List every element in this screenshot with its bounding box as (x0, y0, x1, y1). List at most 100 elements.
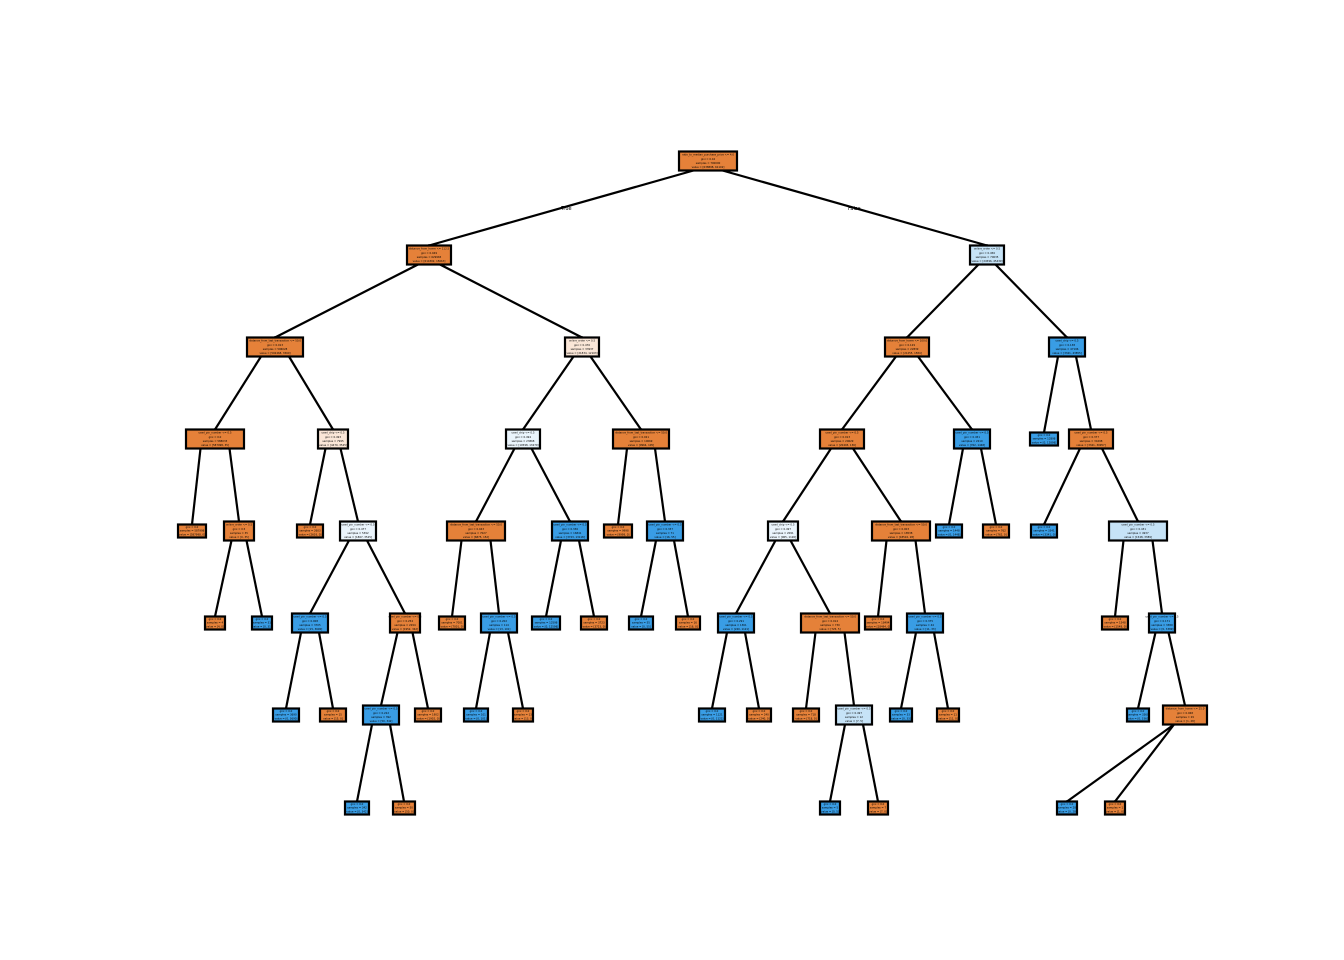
tree-node-n24: distance_from_last_transaction <= 50.0gi… (870, 520, 932, 542)
tree-node-box (1107, 520, 1169, 542)
tree-edge-n58-n64 (1114, 723, 1175, 803)
tree-node-text: samples = 9998 (607, 529, 629, 533)
tree-node-text: gini = 0.0 (872, 802, 885, 806)
tree-node-box (818, 800, 842, 816)
tree-node-text: gini = 0.0 (942, 709, 955, 713)
tree-node-text: samples = 114 (489, 623, 509, 627)
tree-node-text: value = [1, 0] (1106, 809, 1124, 813)
tree-node-text: gini = 0.202 (491, 619, 507, 623)
tree-node-text: value = [3723, 0] (583, 624, 606, 628)
tree-node-text: gini = 0.431 (1130, 527, 1146, 531)
tree-node-box (1100, 615, 1130, 631)
tree-edge-n9-n20 (530, 447, 571, 523)
tree-edge-n18-n32 (366, 539, 406, 615)
tree-node-text: gini = 0.0 (304, 525, 317, 529)
tree-node-text: samples = 1 (1107, 806, 1124, 810)
tree-edge-n0-n2 (722, 169, 988, 247)
tree-node-text: value = [1, 28] (1175, 719, 1195, 723)
tree-node-text: samples = 34298 (1080, 439, 1103, 443)
tree-node-text: value = [15, 0] (323, 716, 343, 720)
tree-node-text: value = [240, 0] (748, 716, 769, 720)
tree-node-text: gini = 0.0 (612, 525, 625, 529)
edge-label-true: True (560, 206, 572, 212)
tree-node-text: value = [1548, 3389] (1124, 535, 1152, 539)
tree-node-text: gini = 0.021 (633, 435, 649, 439)
tree-node-text: gini = 0.0 (1109, 802, 1122, 806)
tree-node-text: value = [13, 101] (488, 627, 511, 631)
tree-edge-n40-n54 (843, 632, 856, 706)
tree-node-text: gini = 0.0 (1061, 802, 1074, 806)
tree-node-text: gini = 0.013 (834, 435, 850, 439)
tree-edge-n28-n43 (1113, 540, 1125, 617)
tree-edge-n9-n19 (475, 447, 516, 523)
tree-edge-n44-n58 (1167, 632, 1187, 706)
tree-node-box (870, 520, 932, 542)
tree-node-text: value = [0, 342] (346, 809, 367, 813)
tree-node-text: gini = 0.0 (753, 709, 766, 713)
tree-node-text: samples = 10069 (630, 439, 653, 443)
tree-edge-n16-n29 (213, 540, 233, 617)
tree-node-text: samples = 47196 (1056, 347, 1079, 351)
tree-node-text: value = [0, 55] (631, 624, 651, 628)
tree-node-text: distance_from_last_transaction <= 50.0 (249, 339, 301, 343)
tree-node-text: online_order <= 0.5 (569, 339, 596, 343)
tree-node-text: value = [718, 0] (795, 716, 816, 720)
tree-edge-n23-n40 (789, 539, 831, 615)
tree-node-text: value = [7001, 0] (441, 624, 464, 628)
tree-node-text: distance_from_last_transaction <= 50.0 (804, 615, 856, 619)
tree-edge-n3-n8 (288, 355, 334, 431)
tree-node-text: gini = 0.0 (588, 617, 601, 621)
tree-edge-n34-n50 (506, 632, 525, 709)
tree-node-text: gini = 0.0 (351, 802, 364, 806)
tree-node-text: gini = 0.477 (350, 527, 366, 531)
tree-node-text: gini = 0.0 (280, 709, 293, 713)
tree-node-box (1067, 428, 1115, 450)
tree-node-text: used_pin_number <= 0.5 (553, 523, 586, 527)
tree-node-text: samples = 28 (1058, 806, 1076, 810)
tree-node-text: samples = 18538 (890, 531, 913, 535)
tree-node-text: gini = 0.5 (233, 527, 246, 531)
tree-node-text: value = [3341, 30957] (1076, 443, 1105, 447)
tree-node-text: distance_from_home <= 112.5 (409, 247, 450, 251)
tree-node-box (888, 707, 914, 723)
tree-node-box (863, 615, 893, 631)
tree-node-text: used_pin_number <= 0.5 (955, 431, 988, 435)
tree-node-box (176, 523, 208, 539)
tree-node-text: samples = 35 (230, 531, 248, 535)
tree-edge-n18-n31 (309, 539, 350, 615)
tree-node-box (1103, 800, 1127, 816)
tree-node-box (295, 523, 325, 539)
tree-node-box (935, 707, 961, 723)
tree-node-text: samples = 7 (870, 806, 887, 810)
tree-node-text: gini = 0.0 (895, 709, 908, 713)
tree-node-text: value = [0, 1448] (938, 532, 961, 536)
tree-node-text: value = [638898, 61102] (692, 165, 725, 169)
tree-node-text: used_pin_number <= 0.5 (1074, 431, 1107, 435)
tree-node-n19: distance_from_last_transaction <= 50.0gi… (445, 520, 507, 542)
tree-edge-n34-n49 (474, 632, 492, 709)
tree-node-box (834, 704, 874, 726)
tree-node-text: gini = 0.0 (1132, 709, 1145, 713)
tree-node-text: samples = 5392 (347, 531, 369, 535)
tree-edge-n7-n16 (228, 448, 241, 522)
tree-node-text: value = [0, 33] (891, 716, 911, 720)
tree-edge-n10-n22 (653, 448, 667, 522)
tree-edge-n31-n45 (284, 632, 303, 709)
tree-node-text: value = [0, 3360] (1127, 716, 1150, 720)
tree-node-text: gini = 0.16 (701, 157, 716, 161)
tree-node-text: value = [6875, 152] (463, 535, 489, 539)
tree-edge-n4-n10 (589, 355, 642, 431)
